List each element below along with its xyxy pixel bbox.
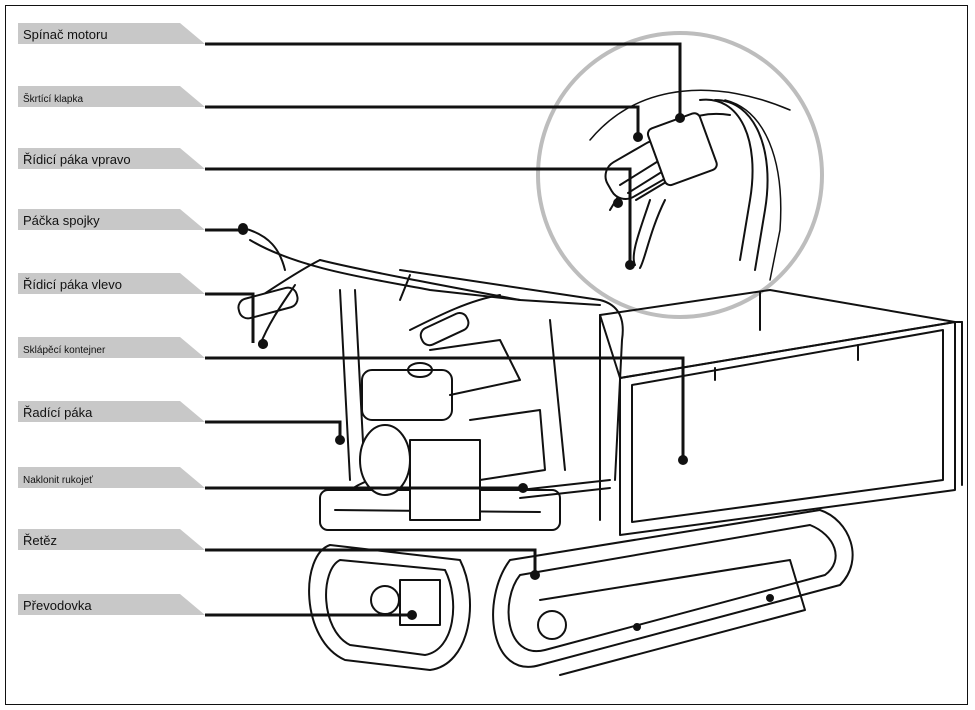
leader-chain (205, 548, 537, 575)
label-tipping-container: Sklápěcí kontejner (23, 345, 106, 356)
leader-dots (238, 113, 688, 620)
tracked-dumper-illustration (237, 31, 963, 676)
label-tilt-handle: Naklonit rukojeť (23, 475, 93, 486)
dot-tipping-container (678, 455, 688, 465)
tag-gearbox: Převodovka (18, 594, 205, 615)
dot-control-lever-left (258, 339, 268, 349)
dot-control-lever-right (625, 260, 635, 270)
dot-engine-switch (675, 113, 685, 123)
dot-throttle (633, 132, 643, 142)
callout-circle (536, 31, 824, 319)
tag-tipping-container: Sklápěcí kontejner (18, 337, 205, 358)
dot-chain (530, 570, 540, 580)
tag-clutch-lever: Páčka spojky (18, 209, 205, 230)
zoomed-handle-illustration (589, 89, 791, 281)
tag-control-lever-left: Řídicí páka vlevo (18, 273, 205, 294)
tag-engine-switch: Spínač motoru (18, 23, 205, 44)
tag-gear-lever: Řadící páka (18, 401, 205, 422)
dot-tilt-handle (518, 483, 528, 493)
leader-engine-switch (205, 42, 682, 118)
tag-throttle: Škrtící klapka (18, 86, 205, 107)
label-control-lever-left: Řídicí páka vlevo (23, 277, 122, 292)
dot-gearbox (407, 610, 417, 620)
leader-throttle (205, 105, 640, 135)
dot-gear-lever (335, 435, 345, 445)
label-engine-switch: Spínač motoru (23, 27, 108, 42)
engine-illustration (359, 339, 611, 521)
leader-control-lever-left (205, 292, 255, 343)
container-illustration (599, 289, 963, 536)
leader-gear-lever (205, 420, 342, 440)
left-handle-illustration (237, 223, 501, 349)
tag-control-lever-right: Řídicí páka vpravo (18, 148, 205, 169)
label-gearbox: Převodovka (23, 598, 92, 613)
label-tags: Spínač motoru Škrtící klapka Řídicí páka… (18, 23, 205, 615)
diagram-frame (5, 5, 968, 705)
leader-tipping-container (205, 356, 685, 460)
label-control-lever-right: Řídicí páka vpravo (23, 152, 131, 167)
tracks-illustration (308, 509, 854, 676)
tag-tilt-handle: Naklonit rukojeť (18, 467, 205, 488)
dot-clutch-lever (238, 225, 248, 235)
label-chain: Řetěz (23, 533, 57, 548)
label-clutch-lever: Páčka spojky (23, 213, 100, 228)
label-gear-lever: Řadící páka (23, 405, 93, 420)
label-throttle: Škrtící klapka (23, 92, 83, 105)
leader-lines (205, 42, 685, 617)
leader-control-lever-right (205, 167, 632, 265)
tag-chain: Řetěz (18, 529, 205, 550)
